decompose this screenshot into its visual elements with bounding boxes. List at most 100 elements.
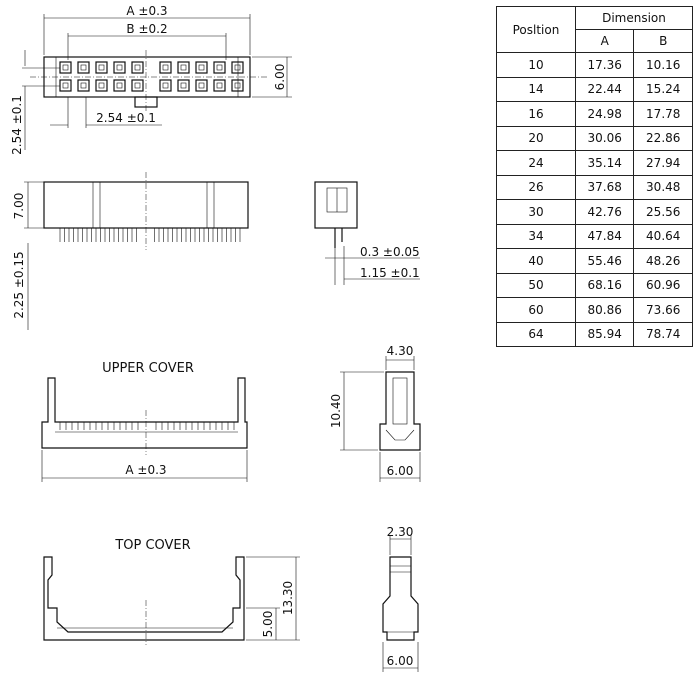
cell-b: 30.48 [633,174,693,200]
pin-square-inner [98,64,105,71]
cell-a: 55.46 [574,248,635,274]
cell-a: 42.76 [574,199,635,225]
pin-square-inner [216,82,223,89]
pin-square [113,61,126,74]
upper-height-label: 10.40 [329,394,343,428]
pin-square [59,79,72,92]
pin-square [213,79,226,92]
pin-square [195,79,208,92]
cell-pos: 64 [496,321,576,347]
pin-square [95,79,108,92]
cell-pos: 34 [496,223,576,249]
cell-pos: 20 [496,125,576,151]
dim-a-label: A ±0.3 [126,4,167,18]
top-height-label: 13.30 [281,581,295,615]
header-a: A [574,29,635,53]
pin-length-label: 2.25 ±0.15 [12,251,26,318]
upper-cover-title: UPPER COVER [102,361,194,376]
cell-a: 85.94 [574,321,635,347]
top-width-bottom-label: 6.00 [387,654,414,668]
cell-pos: 30 [496,199,576,225]
cell-b: 73.66 [633,297,693,323]
top-inner-height-label: 5.00 [261,611,275,638]
pitch-horizontal-label: 2.54 ±0.1 [96,111,156,125]
cell-b: 27.94 [633,150,693,176]
pin-square-inner [134,64,141,71]
cell-a: 35.14 [574,150,635,176]
upper-width-top-label: 4.30 [387,344,414,358]
header-dimension: Dimension [574,6,694,30]
end-view: 0.3 ±0.05 1.15 ±0.1 [314,181,420,285]
pin-square [95,61,108,74]
pin-square [159,79,172,92]
cell-pos: 40 [496,248,576,274]
cell-b: 17.78 [633,101,693,127]
pin-square [213,61,226,74]
pin-square [231,79,244,92]
cell-b: 48.26 [633,248,693,274]
cell-b: 40.64 [633,223,693,249]
pin-square-inner [234,82,241,89]
cell-pos: 50 [496,272,576,298]
cell-a: 17.36 [574,52,635,78]
cell-b: 60.96 [633,272,693,298]
dim-b-label: B ±0.2 [126,22,167,36]
pin-square-inner [62,82,69,89]
pitch-vertical-label: 2.54 ±0.1 [10,95,24,155]
pin-offset-label: 1.15 ±0.1 [360,266,420,280]
cell-a: 24.98 [574,101,635,127]
header-position: Posltion [496,6,576,53]
header-b: B [633,29,693,53]
cell-pos: 26 [496,174,576,200]
side-view: 7.00 2.25 ±0.15 [12,172,249,330]
cell-pos: 14 [496,76,576,102]
pin-square-inner [234,64,241,71]
pin-square-inner [62,64,69,71]
pin-square [113,79,126,92]
cell-b: 15.24 [633,76,693,102]
cell-b: 78.74 [633,321,693,347]
upper-dim-a-label: A ±0.3 [125,463,166,477]
top-cover-title: TOP COVER [114,538,190,553]
pin-square-inner [134,82,141,89]
cell-pos: 60 [496,297,576,323]
pin-square-inner [162,64,169,71]
pin-square-inner [80,64,87,71]
cell-b: 10.16 [633,52,693,78]
pin-square [231,61,244,74]
pin-square-inner [98,82,105,89]
upper-cover-side: 4.30 10.40 6.00 [329,344,421,482]
cell-a: 68.16 [574,272,635,298]
cell-pos: 24 [496,150,576,176]
cell-a: 30.06 [574,125,635,151]
top-cover-side: 2.30 6.00 [382,525,419,672]
pin-square-inner [162,82,169,89]
pin-square-inner [216,64,223,71]
pin-square [59,61,72,74]
cell-a: 80.86 [574,297,635,323]
pin-square [77,79,90,92]
height-label: 6.00 [273,64,287,91]
cell-b: 22.86 [633,125,693,151]
top-cover-front: TOP COVER 13.30 5.00 [43,538,300,645]
pin-square-inner [116,64,123,71]
cell-pos: 16 [496,101,576,127]
pin-square [177,79,190,92]
pin-square-inner [198,64,205,71]
side-height-label: 7.00 [12,193,26,220]
cell-b: 25.56 [633,199,693,225]
pin-square-inner [198,82,205,89]
